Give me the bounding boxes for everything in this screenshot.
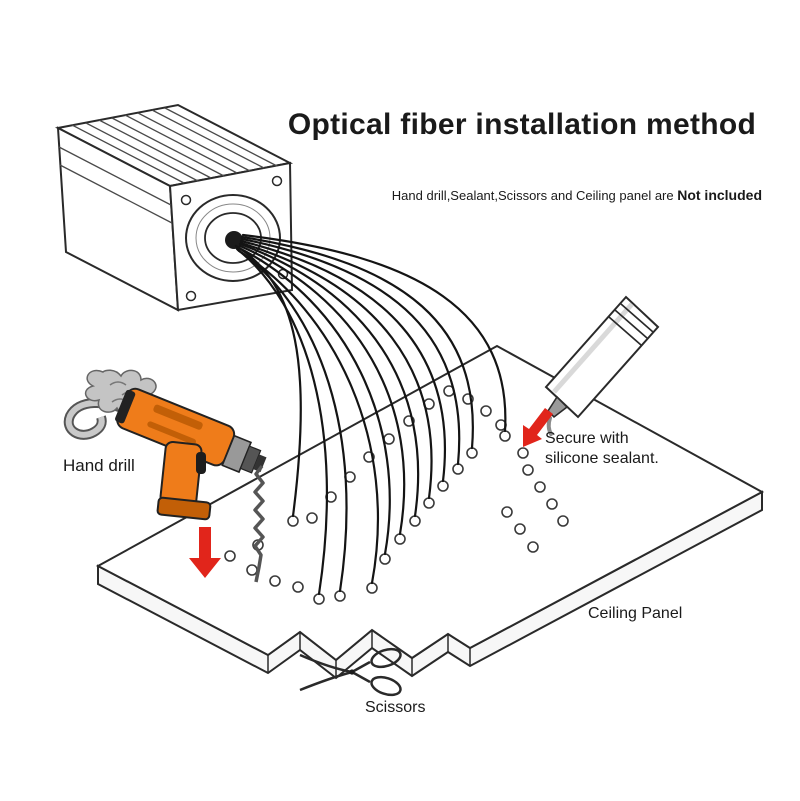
drill-vent <box>153 404 203 430</box>
sealant-shade <box>552 302 634 394</box>
sealant-tube-illustration <box>544 295 660 436</box>
scissors-pivot <box>349 669 355 675</box>
sealant-nozzle <box>546 395 569 419</box>
scissors-handle-upper <box>370 647 402 669</box>
box-heatsink-fins <box>58 107 278 224</box>
fiber-exit-port <box>225 231 243 249</box>
sealant-crimp <box>608 303 654 346</box>
scissors-shank-upper <box>351 660 371 674</box>
diagram-title: Optical fiber installation method <box>287 108 757 141</box>
drill-cord-fill <box>65 399 138 438</box>
hand-drill-label: Hand drill <box>63 456 135 475</box>
light-engine-illustration <box>54 103 294 312</box>
drill-rear-cap <box>115 389 136 424</box>
ceiling-panel-label: Ceiling Panel <box>588 605 683 622</box>
scissors-label: Scissors <box>365 699 426 716</box>
drill-vent2 <box>147 421 196 445</box>
box-screws <box>180 175 289 302</box>
scissors-shank-lower <box>351 670 371 684</box>
drill-bit <box>253 464 265 583</box>
scissors-blade-bottom <box>299 670 353 692</box>
note-regular-text: Hand drill,Sealant,Scissors and Ceiling … <box>391 188 678 203</box>
sealant-body <box>544 295 660 419</box>
drill-handle <box>159 440 203 508</box>
scissors-illustration <box>299 647 402 697</box>
note-bold-text: Not included <box>677 187 762 203</box>
scissors-handle-lower <box>370 675 402 697</box>
scissors-blade-top <box>299 653 353 674</box>
hand-drill-illustration <box>63 369 267 583</box>
fiber-strands <box>234 233 507 596</box>
sealant-note: Secure with silicone sealant. <box>545 429 659 469</box>
sealant-arrow <box>523 408 553 447</box>
drill-trigger <box>196 452 206 474</box>
sealant-note-line1: Secure with <box>545 430 629 447</box>
drill-chuck <box>221 434 267 474</box>
drill-down-arrow <box>189 527 221 578</box>
not-included-note: Hand drill,Sealant,Scissors and Ceiling … <box>392 187 762 203</box>
drill-battery <box>156 496 212 521</box>
sealant-drip <box>546 416 553 436</box>
sealant-note-line2: silicone sealant. <box>545 450 659 467</box>
